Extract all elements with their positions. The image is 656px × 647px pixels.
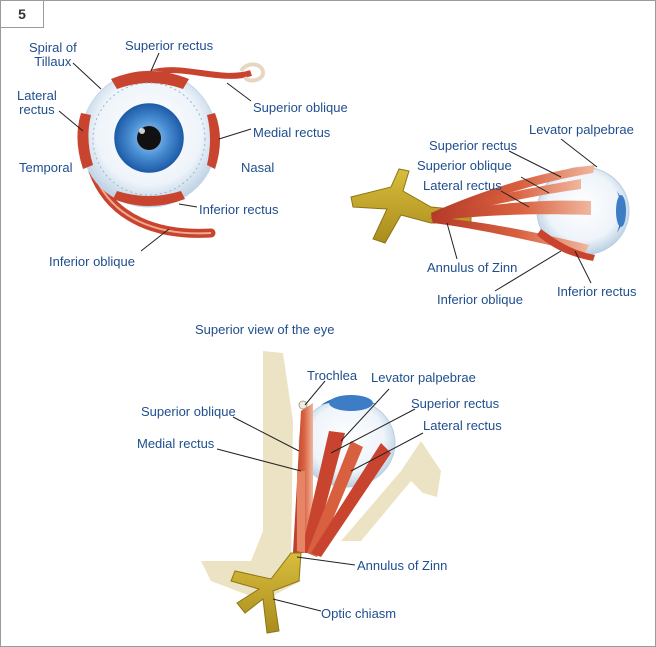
side-view-eye bbox=[350, 165, 630, 261]
label-spiral-line2: Tillaux bbox=[34, 54, 72, 69]
label-side-superior-oblique: Superior oblique bbox=[417, 158, 512, 173]
figure-number-badge: 5 bbox=[1, 1, 44, 28]
label-temporal: Temporal bbox=[19, 160, 73, 175]
label-lateral-line1: Lateral bbox=[17, 88, 57, 103]
label-side-inferior-oblique: Inferior oblique bbox=[437, 292, 523, 307]
label-side-lateral-rectus: Lateral rectus bbox=[423, 178, 502, 193]
label-front-inferior-oblique: Inferior oblique bbox=[49, 254, 135, 269]
label-side-annulus-of-zinn: Annulus of Zinn bbox=[427, 260, 518, 275]
label-top-superior-oblique: Superior oblique bbox=[141, 404, 236, 419]
label-front-lateral-rectus: Lateral rectus bbox=[17, 89, 57, 117]
front-view-leader-lines bbox=[58, 52, 252, 252]
label-top-levator-palpebrae: Levator palpebrae bbox=[371, 370, 476, 385]
label-top-optic-chiasm: Optic chiasm bbox=[321, 606, 397, 621]
superior-view-caption: Superior view of the eye bbox=[195, 322, 335, 337]
label-top-trochlea: Trochlea bbox=[307, 368, 358, 383]
label-side-superior-rectus: Superior rectus bbox=[429, 138, 518, 153]
label-top-medial-rectus: Medial rectus bbox=[137, 436, 215, 451]
label-top-annulus-of-zinn: Annulus of Zinn bbox=[357, 558, 448, 573]
superior-view-leader-lines bbox=[216, 380, 424, 612]
superior-view-eye bbox=[201, 351, 441, 634]
label-front-superior-rectus: Superior rectus bbox=[125, 38, 214, 53]
label-spiral-line1: Spiral of bbox=[29, 40, 77, 55]
label-top-superior-rectus: Superior rectus bbox=[411, 396, 500, 411]
label-side-levator-palpebrae: Levator palpebrae bbox=[529, 122, 634, 137]
label-top-lateral-rectus: Lateral rectus bbox=[423, 418, 502, 433]
label-nasal: Nasal bbox=[241, 160, 275, 175]
front-view-eye bbox=[77, 62, 266, 238]
label-lateral-line2: rectus bbox=[19, 102, 55, 117]
label-side-inferior-rectus: Inferior rectus bbox=[557, 284, 637, 299]
side-view-leader-lines bbox=[446, 138, 598, 292]
label-front-superior-oblique: Superior oblique bbox=[253, 100, 348, 115]
label-front-medial-rectus: Medial rectus bbox=[253, 125, 331, 140]
label-spiral-of-tillaux: Spiral of Tillaux bbox=[29, 41, 77, 69]
label-front-inferior-rectus: Inferior rectus bbox=[199, 202, 279, 217]
